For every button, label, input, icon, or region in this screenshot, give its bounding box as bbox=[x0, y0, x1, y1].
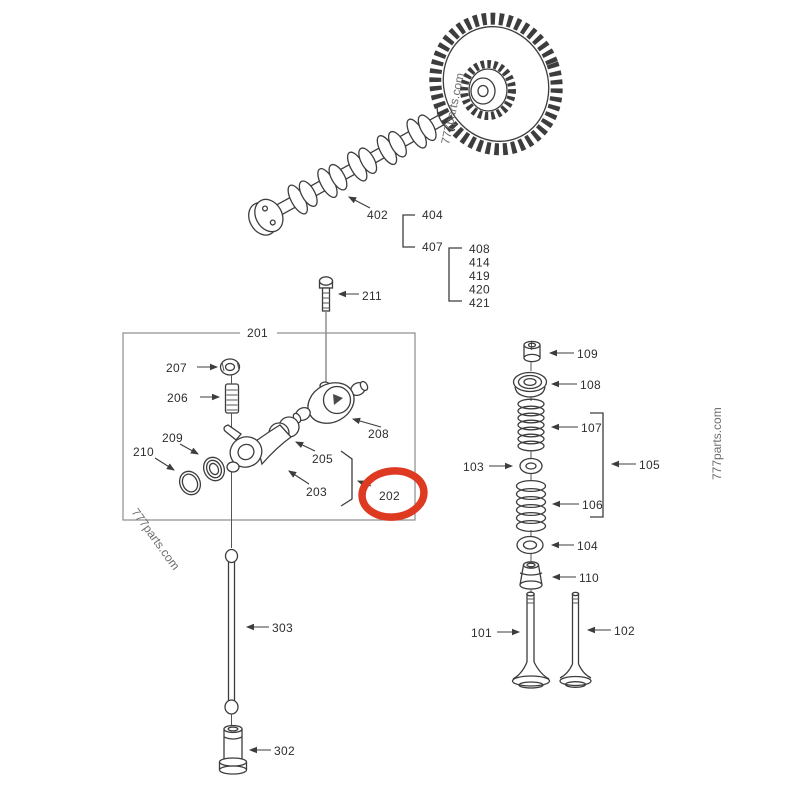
callout-203 bbox=[288, 470, 310, 485]
intake-valve-drawing bbox=[511, 591, 551, 689]
o-ring-drawing bbox=[178, 470, 202, 496]
label-spring-seat-upper: 103 bbox=[463, 460, 484, 474]
bracket-404-407 bbox=[402, 214, 415, 248]
label-inner-spring: 106 bbox=[582, 498, 603, 512]
valve-keeper-drawing bbox=[523, 340, 541, 363]
label-camshaft: 402 bbox=[367, 208, 388, 222]
rocker-support-drawing bbox=[286, 380, 369, 428]
callout-210 bbox=[154, 457, 175, 471]
label-adjusting-screw: 206 bbox=[167, 391, 188, 405]
label-sub-kit-item: 419 bbox=[469, 269, 490, 283]
label-push-rod: 303 bbox=[272, 621, 293, 635]
label-intake-valve: 101 bbox=[471, 626, 492, 640]
nut-drawing bbox=[219, 358, 241, 376]
label-outer-spring: 107 bbox=[581, 421, 602, 435]
exhaust-valve-drawing bbox=[559, 591, 592, 688]
rocker-arm-drawing bbox=[223, 424, 292, 473]
bolt-drawing bbox=[318, 276, 334, 312]
red-highlight-ellipse bbox=[358, 467, 428, 521]
label-rocker-support: 208 bbox=[368, 427, 389, 441]
label-sub-kit-item: 414 bbox=[469, 256, 490, 270]
label-rocker-arm: 203 bbox=[306, 485, 327, 499]
label-tappet: 302 bbox=[274, 744, 295, 758]
label-bolt: 211 bbox=[362, 289, 382, 303]
stem-seal-drawing bbox=[519, 561, 543, 590]
label-camshaft-sub-kit: 407 bbox=[422, 240, 443, 254]
inner-gear-teeth bbox=[460, 60, 516, 120]
label-rocker-box: 201 bbox=[247, 326, 268, 340]
camshaft-end-flange bbox=[254, 198, 284, 233]
gear-hub bbox=[470, 77, 496, 105]
spring-seat-upper-drawing bbox=[519, 457, 543, 475]
label-camshaft-kit: 404 bbox=[422, 208, 443, 222]
outer-spring-drawing bbox=[517, 398, 545, 452]
callout-402 bbox=[348, 196, 371, 209]
spring-retainer-drawing bbox=[512, 371, 548, 398]
label-spring-seat-lower: 104 bbox=[577, 539, 598, 553]
callout-205 bbox=[295, 441, 316, 452]
bracket-spring-set bbox=[590, 412, 604, 518]
gear-teeth-ring bbox=[429, 12, 563, 156]
label-valve-keeper: 109 bbox=[577, 347, 598, 361]
bracket-202-group bbox=[340, 450, 353, 507]
label-rocker-assembly-highlighted: 202 bbox=[379, 489, 400, 503]
label-valve-spring-set: 105 bbox=[639, 458, 660, 472]
inner-spring-drawing bbox=[515, 479, 547, 533]
camshaft-drawing bbox=[248, 12, 563, 236]
adjusting-screw-drawing bbox=[224, 383, 240, 414]
label-o-ring: 210 bbox=[133, 445, 154, 459]
label-washer: 209 bbox=[162, 431, 183, 445]
camshaft-gear bbox=[429, 12, 563, 156]
label-sub-kit-item: 421 bbox=[469, 296, 490, 310]
watermark-right: 777parts.com bbox=[710, 407, 724, 480]
bracket-sub-kit bbox=[448, 247, 462, 302]
watermark-left: 777parts.com bbox=[129, 506, 183, 573]
label-exhaust-valve: 102 bbox=[614, 624, 635, 638]
spring-seat-lower-drawing bbox=[516, 535, 544, 555]
label-bushing: 205 bbox=[312, 452, 333, 466]
label-sub-kit-item: 408 bbox=[469, 242, 490, 256]
washer-drawing bbox=[202, 456, 226, 482]
callout-208 bbox=[351, 417, 382, 428]
push-rod-drawing bbox=[224, 548, 239, 715]
label-nut: 207 bbox=[166, 361, 187, 375]
label-sub-kit-item: 420 bbox=[469, 283, 490, 297]
label-stem-seal: 110 bbox=[579, 571, 599, 585]
label-spring-retainer: 108 bbox=[580, 378, 601, 392]
callout-209 bbox=[179, 443, 199, 455]
tappet-drawing bbox=[218, 724, 248, 775]
